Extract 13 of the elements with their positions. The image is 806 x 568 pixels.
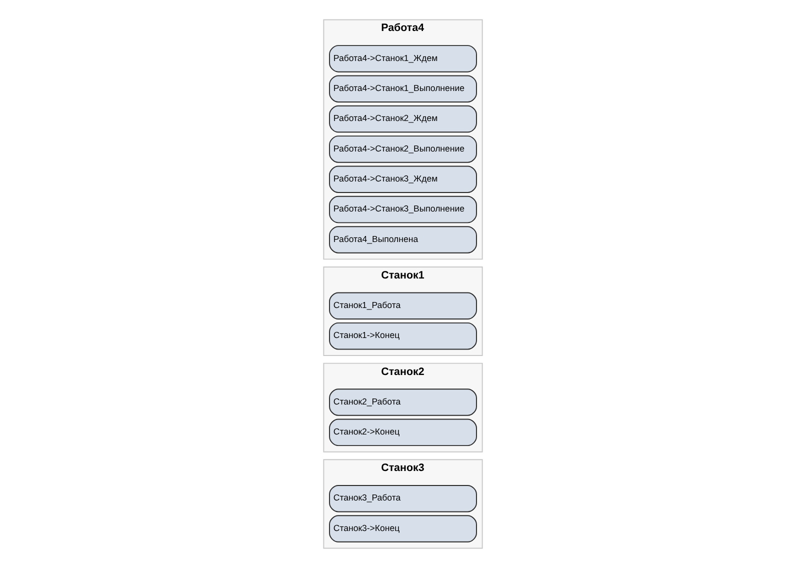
node-box: Работа4->Станок1_Выполнение [329, 75, 477, 102]
node-box: Станок3_Работа [329, 484, 477, 512]
node-box: Работа4->Станок2_Выполнение [329, 136, 477, 163]
node-box: Работа4->Станок3_Ждем [329, 166, 477, 193]
node-box: Работа4->Станок3_Выполнение [329, 196, 477, 224]
node-box: Работа4->Станок2_Ждем [329, 105, 477, 133]
node-box: Станок1_Работа [329, 292, 477, 320]
node-box: Станок3->Конец [329, 515, 477, 542]
node-box: Станок2->Конец [329, 418, 477, 446]
node-box: Станок2_Работа [329, 388, 477, 416]
node-box: Работа4->Станок1_Ждем [329, 45, 477, 72]
node-box: Станок1->Конец [329, 322, 477, 350]
node-box: Работа4_Выполнена [329, 226, 477, 254]
